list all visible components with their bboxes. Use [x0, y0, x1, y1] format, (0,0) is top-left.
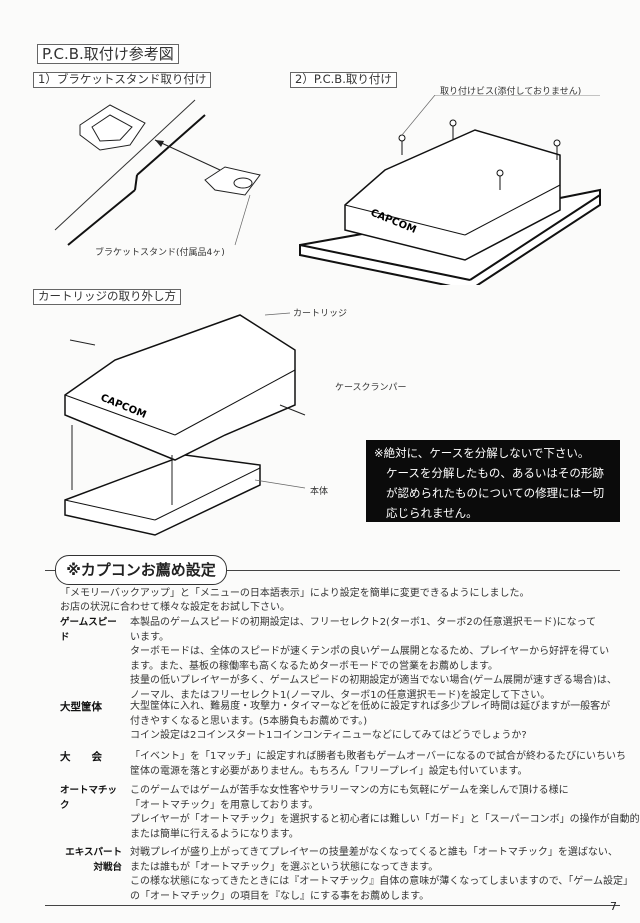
warning-line: ケースを分解したもの、あるいはその形跡 — [386, 466, 604, 480]
entry-tournament: 大 会 「イベント」を「1マッチ」に設定すれば勝者も敗者もゲームオーバーになるの… — [60, 750, 626, 779]
warning-line: ※絶対に、ケースを分解しないで下さい。 — [374, 446, 590, 460]
screw-icons — [398, 119, 561, 190]
clamper-arrow-right — [279, 404, 306, 416]
section-divider-bottom — [45, 905, 620, 906]
entry-line: または誰もが「オートマチック」を選ぶという状態になってきます。 — [130, 861, 439, 873]
bracket-stand-label: ブラケットスタンド(付属品4ヶ) — [95, 248, 225, 258]
entry-label-line: エキスパート — [65, 847, 122, 858]
entry-line: 対戦プレイが盛り上がってきてプレイヤーの技量差がなくなってくると誰も「オートマチ… — [130, 847, 618, 858]
page-number: 7 — [610, 900, 617, 913]
entry-automatic: オートマチック このゲームではゲームが苦手な女性客やサラリーマンの方にも気軽にゲ… — [60, 784, 640, 842]
entry-line: ノーマル、またはフリーセレクト1(ノーマル、ターボ1の任意選択モード)を設定して… — [130, 689, 551, 701]
warning-line: が認められたものについての修理には一切 — [386, 486, 605, 500]
cartridge-removal-diagram: CAPCOM — [64, 312, 306, 536]
entry-label: 大型筐体 — [60, 701, 102, 713]
entry-line: 本製品のゲームスピードの初期設定は、フリーセレクト2(ターボ1、ターボ2の任意選… — [130, 617, 597, 628]
entry-line: 「オートマチック」を用意しております。 — [130, 799, 319, 811]
entry-line: コイン設定は2コインスタート1コインコンティニューなどにしてみてはどうでしょうか… — [130, 730, 527, 741]
entry-line: 「イベント」を「1マッチ」に設定すれば勝者も敗者もゲームオーバーになるので試合が… — [130, 751, 626, 762]
base-unit-label: 本体 — [310, 487, 329, 497]
entry-large-cabinet: 大型筐体 大型筐体に入れ、難易度・攻撃力・タイマーなどを低めに設定すれば多少プレ… — [60, 700, 620, 744]
pcb-mounting-diagram: CAPCOM — [299, 95, 601, 285]
entry-line: プレイヤーが「オートマチック」を選択すると初心者には難しい「ガード」と「スーパー… — [130, 814, 640, 825]
entry-line: ターボモードは、全体のスピードが速くテンポの良いゲーム展開となるため、プレイヤー… — [130, 646, 610, 657]
entry-expert-versus: エキスパート 対戦台 対戦プレイが盛り上がってきてプレイヤーの技量差がなくなって… — [60, 846, 633, 904]
entry-label-line: 対戦台 — [93, 861, 122, 873]
bracket-stand-diagram — [54, 99, 261, 246]
entry-label: ゲームスピード — [60, 617, 117, 643]
warning-line: 応じられません。 — [386, 506, 478, 520]
entry-line: の「オートマチック」の項目を『なし』にする事をお薦めします。 — [130, 890, 430, 902]
entry-label: オートマチック — [60, 785, 118, 811]
clamper-arrow-left — [69, 339, 96, 346]
case-clamper-label: ケースクランパー — [335, 383, 407, 393]
intro-line: お店の状況に合わせて様々な設定をお試し下さい。 — [60, 602, 290, 613]
entry-line: 筐体の電源を落とす必要がありません。もちろん「フリープレイ」設定も付いています。 — [130, 765, 528, 777]
entry-line: このゲームではゲームが苦手な女性客やサラリーマンの方にも気軽にゲームを楽しんで頂… — [130, 785, 569, 796]
section-heading: ※カプコンお薦め設定 — [55, 555, 227, 585]
entry-line: います。 — [130, 631, 169, 643]
entry-line: または簡単に行えるようになります。 — [130, 828, 299, 840]
screw-label: 取り付けビス(添付しておりません) — [440, 87, 582, 97]
intro-line: 「メモリーバックアップ」と「メニューの日本語表示」により設定を簡単に変更できるよ… — [60, 588, 530, 599]
entry-line: 技量の低いプレイヤーが多く、ゲームスピードの初期設定が適当でない場合(ゲーム展開… — [130, 675, 617, 686]
page-title: P.C.B.取付け参考図 — [37, 44, 179, 64]
warning-box: ※絶対に、ケースを分解しないで下さい。 ケースを分解したもの、あるいはその形跡 … — [366, 440, 620, 522]
section-divider-top — [45, 570, 620, 571]
step3-title: カートリッジの取り外し方 — [33, 289, 181, 305]
entry-line: 大型筐体に入れ、難易度・攻撃力・タイマーなどを低めに設定すれば多少プレイ時間は延… — [130, 701, 611, 712]
step2-title: 2）P.C.B.取り付け — [290, 72, 397, 88]
step1-title: 1）ブラケットスタンド取り付け — [33, 72, 212, 88]
cartridge-label: カートリッジ — [293, 309, 348, 319]
entry-line: ます。また、基板の稼働率も高くなるためターボモードでの営業をお薦めします。 — [130, 660, 498, 672]
entry-game-speed: ゲームスピード 本製品のゲームスピードの初期設定は、フリーセレクト2(ターボ1、… — [60, 616, 620, 703]
entry-line: この様な状態になってきたときには『オートマチック』自体の意味が薄くなってしまいま… — [130, 876, 633, 887]
entry-label: 大 会 — [60, 751, 102, 763]
entry-label: エキスパート 対戦台 — [60, 846, 122, 875]
entry-line: 付きやすくなると思います。(5本勝負もお薦めです。) — [130, 715, 368, 727]
